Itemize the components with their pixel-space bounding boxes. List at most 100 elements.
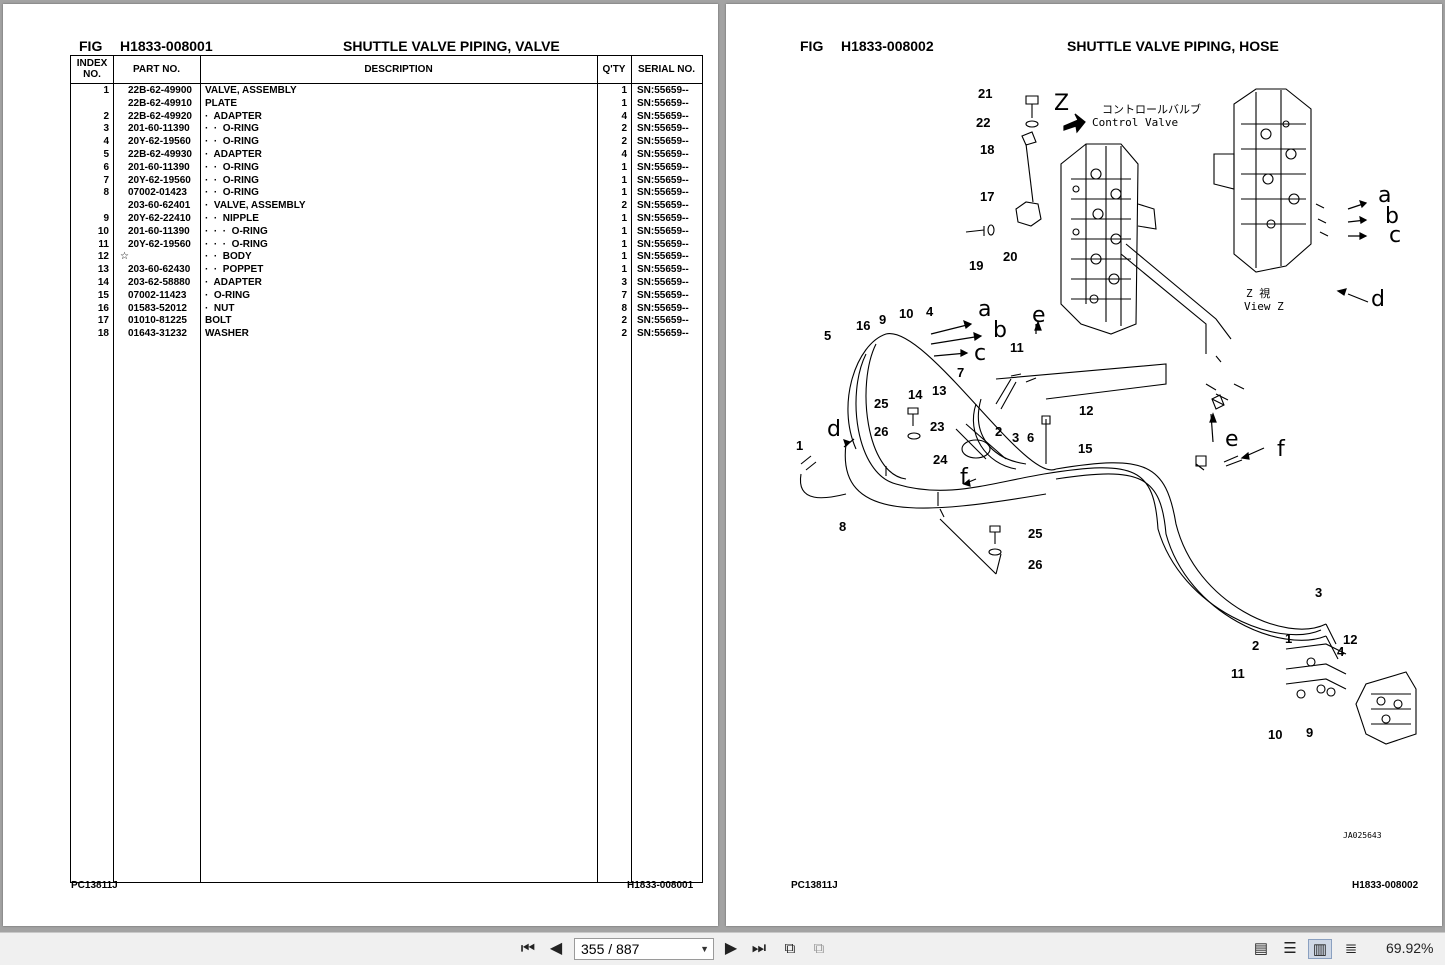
callout-26b: 26 xyxy=(1028,557,1042,572)
qty-cell: 4 xyxy=(621,110,627,122)
qty-cell: 1 xyxy=(621,213,627,224)
qty-cell: 2 xyxy=(621,328,627,340)
continuous-facing-icon[interactable]: ≣ xyxy=(1344,940,1358,957)
qty-cell: 7 xyxy=(621,289,627,301)
description-cell: · · O-RING xyxy=(205,161,259,173)
letter-a: a xyxy=(978,297,991,322)
header-description: DESCRIPTION xyxy=(364,64,433,75)
callout-10b: 10 xyxy=(1268,727,1282,742)
letter-e: e xyxy=(1032,303,1046,328)
callout-23: 23 xyxy=(930,419,944,434)
index-cell: 7 xyxy=(103,174,109,186)
view-z-en: View Z xyxy=(1244,300,1284,313)
parts-table: INDEX NO. PART NO. DESCRIPTION Q'TY SERI… xyxy=(70,55,703,883)
document-viewport[interactable]: FIG H1833-008001 SHUTTLE VALVE PIPING, V… xyxy=(0,0,1445,932)
single-page-icon[interactable]: ▤ xyxy=(1253,940,1269,957)
first-page-icon[interactable]: ⏮ xyxy=(520,940,536,957)
description-cell: · VALVE, ASSEMBLY xyxy=(205,200,306,212)
index-cell: 13 xyxy=(97,264,109,276)
part-number-cell: 201-60-11390 xyxy=(128,225,190,237)
callout-24: 24 xyxy=(933,452,948,467)
callout-3: 3 xyxy=(1012,430,1019,445)
description-cell: · ADAPTER xyxy=(205,110,262,122)
callout-20: 20 xyxy=(1003,249,1017,264)
qty-cell: 1 xyxy=(621,264,627,276)
description-cell: · · · O-RING xyxy=(205,238,268,250)
serial-cell: SN:55659-- xyxy=(637,277,689,288)
callout-18: 18 xyxy=(980,142,994,157)
fig-label: FIG xyxy=(79,38,103,54)
letter-b: b xyxy=(993,318,1007,343)
drawing-code: JA025643 xyxy=(1343,831,1382,840)
serial-cell: SN:55659-- xyxy=(637,328,689,340)
description-cell: · · POPPET xyxy=(205,264,264,276)
facing-pages-icon[interactable]: ▥ xyxy=(1308,939,1332,959)
part-number-cell: 01583-52012 xyxy=(128,302,187,314)
serial-cell: SN:55659-- xyxy=(637,302,689,314)
description-cell: · NUT xyxy=(205,302,235,314)
callout-16: 16 xyxy=(856,318,870,333)
viewer-toolbar: ⏮ ◀ 355 / 887 ▼ ▶ ⏭ ⧉ ⧉ ▤ ☰ ▥ ≣ 69.92% xyxy=(0,932,1445,965)
qty-cell: 1 xyxy=(621,85,627,96)
serial-cell: SN:55659-- xyxy=(637,187,689,199)
footer-fig-code: H1833-008001 xyxy=(627,880,694,891)
index-cell: 3 xyxy=(103,123,109,135)
control-valve-jp: コントロールバルブ xyxy=(1102,102,1201,116)
star-mark: ☆ xyxy=(120,251,129,263)
zoom-level[interactable]: 69.92% xyxy=(1386,940,1434,956)
letter-a-z: a xyxy=(1378,183,1391,208)
callout-9b: 9 xyxy=(1306,725,1313,740)
part-number-cell: 22B-62-49910 xyxy=(128,97,192,109)
part-number-cell: 22B-62-49920 xyxy=(128,110,192,122)
callout-5: 5 xyxy=(824,328,831,343)
serial-cell: SN:55659-- xyxy=(637,161,689,173)
qty-cell: 4 xyxy=(621,149,627,160)
serial-cell: SN:55659-- xyxy=(637,213,689,224)
callout-4b: 4 xyxy=(1337,644,1345,659)
callout-4: 4 xyxy=(926,304,934,319)
last-page-icon[interactable]: ⏭ xyxy=(751,940,767,957)
callout-8: 8 xyxy=(839,519,846,534)
view-z-jp: Z 視 xyxy=(1246,286,1270,300)
go-forward-view-icon[interactable]: ⧉ xyxy=(813,940,825,957)
part-number-cell: 01010-81225 xyxy=(128,315,187,327)
index-cell: 5 xyxy=(103,149,109,160)
description-cell: · · NIPPLE xyxy=(205,213,259,224)
part-number-cell: 201-60-11390 xyxy=(128,123,190,135)
serial-cell: SN:55659-- xyxy=(637,200,689,212)
description-cell: · · O-RING xyxy=(205,174,259,186)
previous-page-icon[interactable]: ◀ xyxy=(549,940,563,957)
qty-cell: 1 xyxy=(621,97,627,109)
continuous-page-icon[interactable]: ☰ xyxy=(1283,940,1297,957)
description-cell: · O-RING xyxy=(205,289,250,301)
qty-cell: 1 xyxy=(621,238,627,250)
header-qty: Q'TY xyxy=(602,64,626,75)
control-valve-en: Control Valve xyxy=(1092,116,1178,129)
qty-cell: 1 xyxy=(621,251,627,263)
footer-fig-code: H1833-008002 xyxy=(1352,880,1419,891)
qty-cell: 1 xyxy=(621,174,627,186)
page-number-input[interactable]: 355 / 887 ▼ xyxy=(574,938,714,960)
go-back-view-icon[interactable]: ⧉ xyxy=(784,940,796,957)
part-number-cell: 203-60-62401 xyxy=(128,200,191,212)
next-page-icon[interactable]: ▶ xyxy=(724,940,738,957)
callout-1: 1 xyxy=(796,438,803,453)
serial-cell: SN:55659-- xyxy=(637,136,689,148)
part-number-cell: 22B-62-49900 xyxy=(128,85,192,96)
callout-12: 12 xyxy=(1079,403,1093,418)
serial-cell: SN:55659-- xyxy=(637,264,689,276)
callout-26: 26 xyxy=(874,424,888,439)
chevron-down-icon[interactable]: ▼ xyxy=(700,944,709,954)
letter-d: d xyxy=(827,417,841,442)
fig-number: H1833-008001 xyxy=(120,38,213,54)
index-cell: 17 xyxy=(97,315,109,327)
